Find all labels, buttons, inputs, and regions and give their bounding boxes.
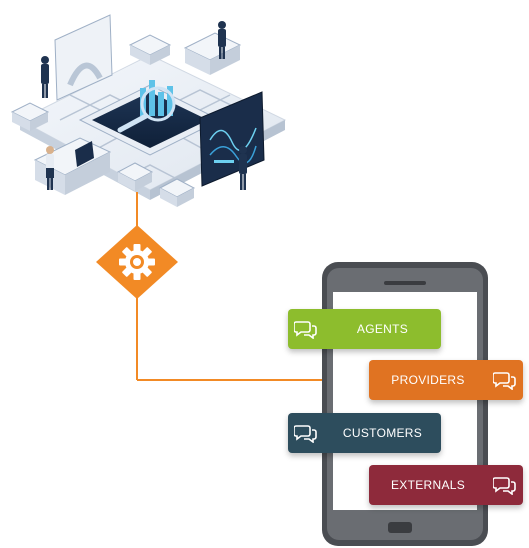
speaker-grille bbox=[384, 281, 426, 285]
person-icon bbox=[41, 56, 49, 98]
home-button bbox=[388, 522, 412, 533]
gear-hub bbox=[96, 225, 178, 299]
chat-bubbles-icon bbox=[288, 413, 324, 453]
server-rack-icon bbox=[128, 34, 172, 65]
channel-externals[interactable]: EXTERNALS bbox=[369, 465, 523, 505]
channel-agents-label: AGENTS bbox=[356, 322, 409, 336]
channel-customers[interactable]: CUSTOMERS bbox=[288, 413, 441, 453]
connector-line bbox=[136, 192, 331, 384]
channel-agents[interactable]: AGENTS bbox=[288, 309, 441, 349]
chat-bubbles-icon bbox=[487, 360, 523, 400]
chat-bubbles-icon bbox=[288, 309, 324, 349]
chat-bubbles-icon bbox=[487, 465, 523, 505]
channel-providers-label: PROVIDERS bbox=[391, 373, 465, 387]
datacenter-illustration bbox=[10, 14, 287, 207]
gear-icon bbox=[119, 244, 155, 280]
channel-externals-label: EXTERNALS bbox=[390, 478, 466, 492]
channel-customers-label: CUSTOMERS bbox=[342, 426, 423, 440]
channel-providers[interactable]: PROVIDERS bbox=[369, 360, 523, 400]
